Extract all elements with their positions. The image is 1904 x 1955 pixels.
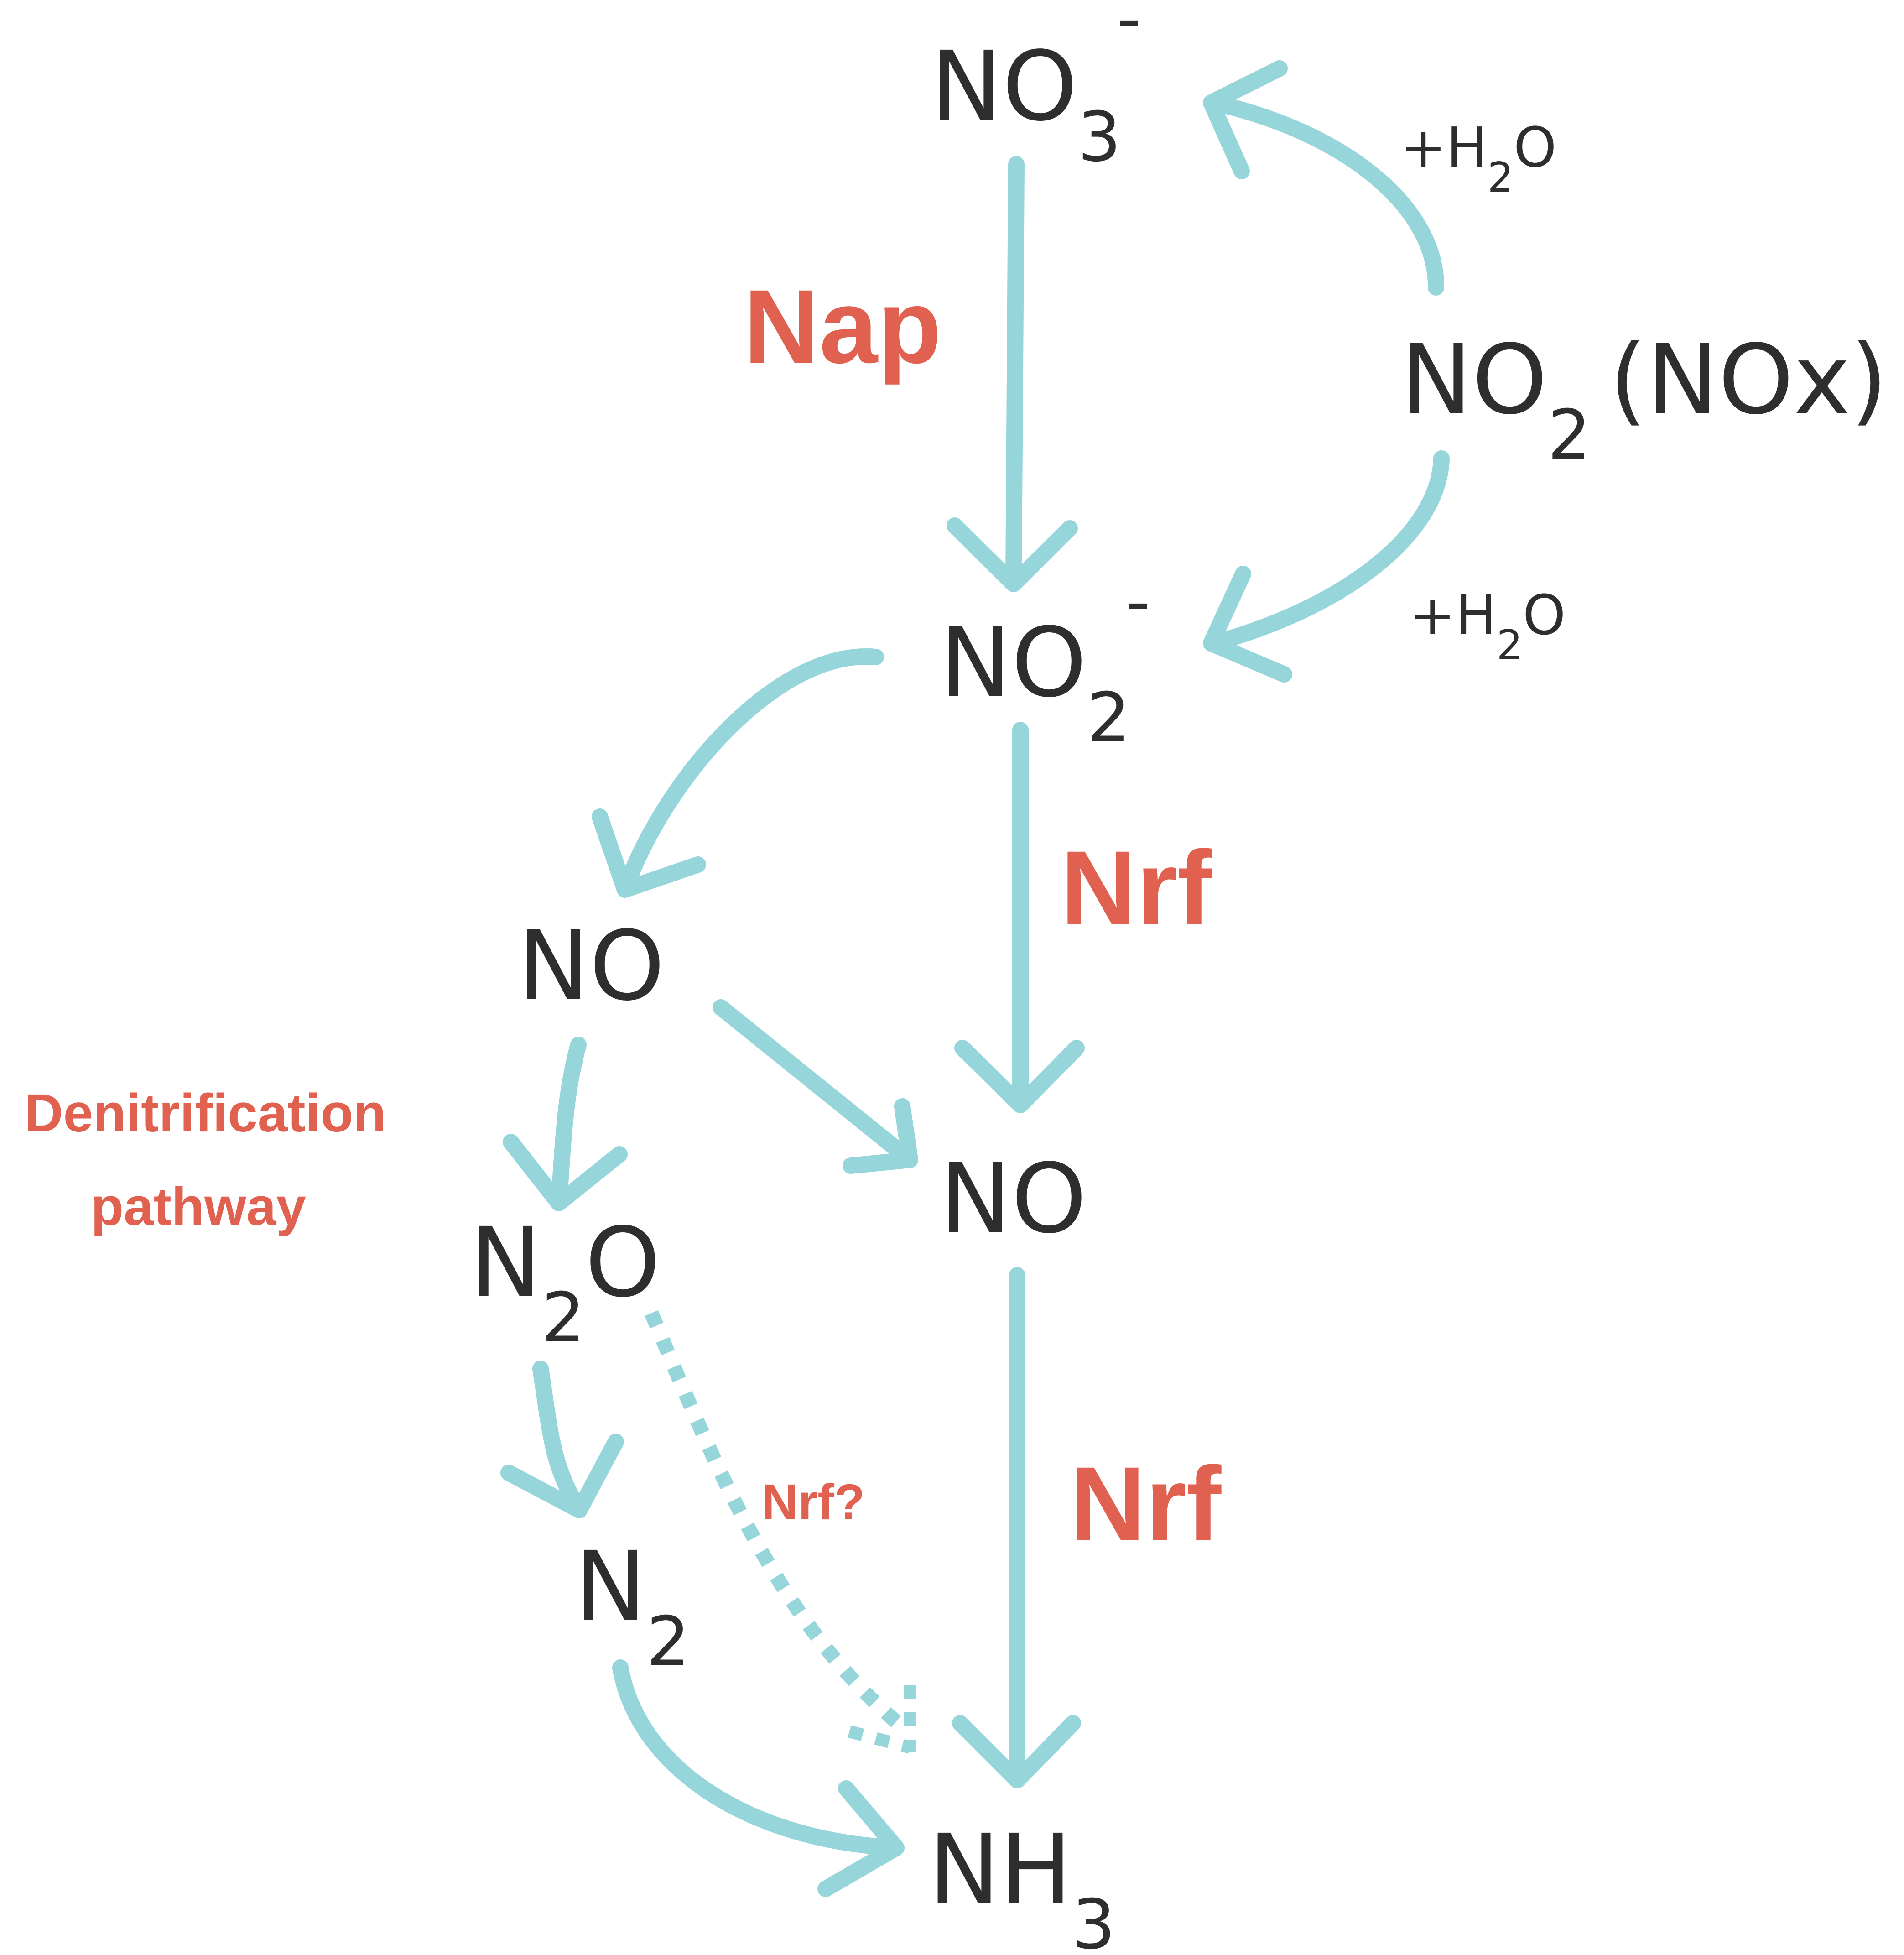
species-nitrous-oxide: N2O: [470, 1207, 661, 1358]
arrow-no-to-nh3: [952, 1267, 1081, 1788]
arrow-n2-to-nh3: [612, 1659, 905, 1897]
arrow-n2o-to-n2: [500, 1361, 624, 1518]
arrow-no2-to-nitrite: [1203, 450, 1450, 683]
species-ammonia: NH3: [928, 1814, 1115, 1955]
pathway-label-line1: Denitrification: [24, 1083, 386, 1143]
enzyme-nrf-upper: Nrf: [1061, 829, 1213, 946]
arrow-no2-to-nitrate: [1203, 60, 1445, 296]
species-nitrate: NO3-: [931, 0, 1141, 177]
species-dinitrogen: N2: [575, 1531, 690, 1682]
species-no-denitrification: NO: [518, 910, 665, 1022]
species-nitrogen-dioxide: NO2(NOx): [1400, 324, 1888, 475]
arrow-no-to-n2o: [503, 1037, 628, 1211]
arrow-nitrite-to-no-nrf: [954, 722, 1085, 1113]
species-nitrite: NO2-: [940, 562, 1150, 758]
enzyme-nap: Nap: [744, 268, 942, 385]
arrow-nitrite-to-no-denitrification: [592, 648, 884, 898]
pathway-label-line2: pathway: [91, 1177, 306, 1237]
enzyme-nrf-lower: Nrf: [1070, 1445, 1222, 1562]
arrow-n2o-to-nh3-dashed: [645, 1310, 916, 1754]
water-label-upper: +H2O: [1400, 116, 1557, 202]
enzyme-nrf-question: Nrf?: [762, 1474, 865, 1530]
arrow-nitrate-to-nitrite: [947, 156, 1078, 592]
water-label-lower: +H2O: [1410, 584, 1566, 669]
arrow-no-to-no: [713, 999, 918, 1174]
species-no-nrf: NO: [940, 1143, 1087, 1255]
